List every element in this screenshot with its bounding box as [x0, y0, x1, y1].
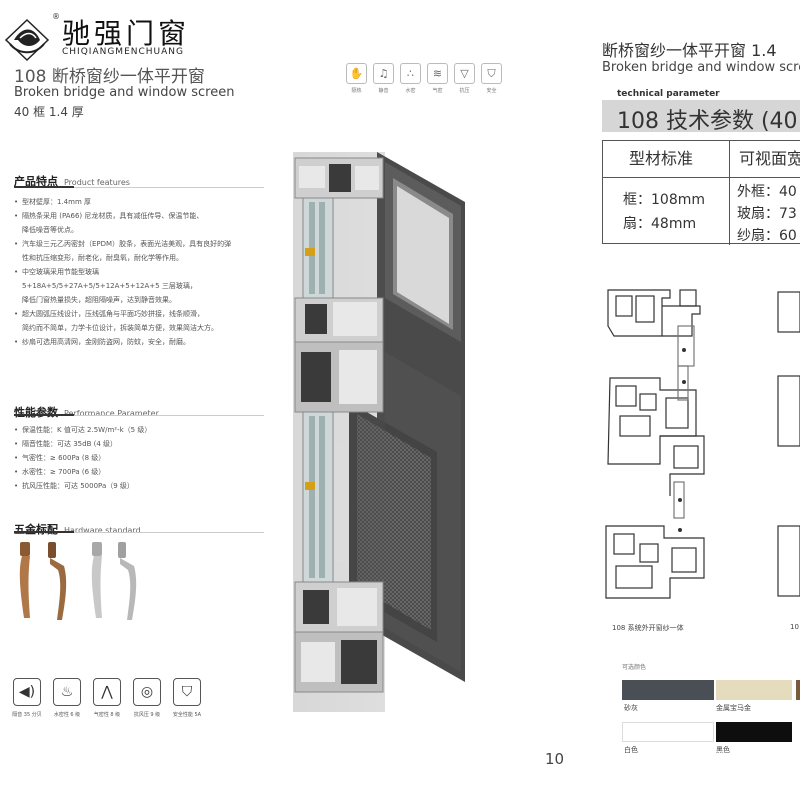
handle-silver-side: [118, 542, 137, 620]
technical-title: 108 技术参数 (40: [617, 109, 798, 134]
feature-item: 超大圆弧压线设计，压线弧角与平面巧妙拼接，线条顺滑，: [14, 307, 284, 321]
perf-list: 保温性能：K 值可达 2.5W/m²-k（5 级）隔音性能：可达 35dB (4…: [14, 423, 284, 493]
color-swatch-sand-grey: [622, 680, 714, 700]
feature-item: 降低门窗热量损失，超阻隔噪声，达到静音效果。: [22, 296, 176, 304]
water-level-icon: ♨: [53, 678, 81, 706]
divider-accent: [14, 414, 74, 416]
spec-col2-header: 可视面宽: [739, 149, 800, 168]
color-label: 砂灰: [624, 704, 638, 712]
pressure-icon: ▽: [454, 63, 475, 84]
bottom-icon-item: ⋀气密性 8 级: [92, 678, 122, 718]
spec-col-divider: [729, 141, 730, 245]
top-icon-item: ✋隔热: [346, 63, 367, 94]
divider-accent: [14, 531, 74, 533]
features-list: 型材壁厚：1.4mm 厚隔热条采用 (PA66) 尼龙材质，具有减低传导、保温节…: [14, 195, 284, 349]
top-icon-item: ▽抗压: [454, 63, 475, 94]
wind-pressure-icon: ◎: [133, 678, 161, 706]
divider: [14, 187, 264, 188]
feature-item: 型材壁厚：1.4mm 厚: [14, 195, 284, 209]
security-icon: ⛉: [173, 678, 201, 706]
silent-icon: ♫: [373, 63, 394, 84]
top-feature-icons: ✋隔热 ♫静音 ∴水密 ≋气密 ▽抗压 ⛉安全: [346, 63, 502, 94]
title-bar: [602, 100, 800, 132]
perf-item: 气密性：≥ 600Pa (8 级）: [14, 451, 284, 465]
brand-name-en: CHIQIANGMENCHUANG: [62, 47, 184, 57]
top-icon-item: ♫静音: [373, 63, 394, 94]
feature-item: 隔热条采用 (PA66) 尼龙材质，具有减低传导、保温节能、: [14, 209, 284, 223]
spec-col1-header: 型材标准: [629, 149, 694, 168]
spec-cell: 玻扇：73: [737, 206, 797, 222]
color-label: 白色: [624, 746, 638, 754]
color-swatch-white: [622, 722, 714, 742]
brand-name-cn: 驰强门窗: [62, 17, 191, 50]
sound-icon: ◀): [13, 678, 41, 706]
water-drop-icon: ∴: [400, 63, 421, 84]
drawing-caption-2: 10: [790, 623, 799, 631]
divider: [14, 415, 264, 416]
product-title-cn: 108 断桥窗纱一体平开窗: [14, 67, 205, 87]
spec-cell: 框：108mm: [623, 192, 705, 208]
color-label: 黑色: [716, 746, 730, 754]
spec-table: 型材标准 可视面宽 框：108mm 扇：48mm 外框：40 玻扇：73 纱扇：…: [602, 140, 800, 245]
airtight-icon: ⋀: [93, 678, 121, 706]
handle-bronze-side: [48, 542, 67, 620]
perf-item: 水密性：≥ 700Pa (6 级）: [14, 465, 284, 479]
color-label: 金属宝马金: [716, 704, 751, 712]
colors-title: 可选颜色: [622, 664, 647, 671]
shield-heat-icon: ✋: [346, 63, 367, 84]
product-subtitle: 40 框 1.4 厚: [14, 105, 84, 119]
safety-shield-icon: ⛉: [481, 63, 502, 84]
perf-item: 隔音性能：可达 35dB (4 级）: [14, 437, 284, 451]
drawing-caption: 108 系统外开窗纱一体: [612, 624, 684, 632]
handle-silver-front: [91, 542, 102, 618]
bottom-icon-item: ◎抗风压 9 级: [132, 678, 162, 718]
right-title-en: Broken bridge and window scre: [602, 60, 800, 75]
perf-item: 保温性能：K 值可达 2.5W/m²-k（5 级）: [14, 423, 284, 437]
brand-logo-icon: [4, 18, 50, 62]
registered-mark: ®: [52, 12, 60, 21]
feature-item: 中空玻璃采用节能型玻璃: [14, 265, 284, 279]
bottom-icon-item: ⛉安全性能 5A: [172, 678, 202, 718]
feature-item: 性和抗压缩变形，耐老化，耐臭氧，耐化学等作用。: [22, 254, 183, 262]
technical-parameter-label: technical parameter: [617, 89, 720, 99]
window-profile-illustration: [293, 152, 465, 712]
spec-cell: 纱扇：60: [737, 228, 797, 244]
feature-item: 汽车级三元乙丙密封（EPDM）胶条，表面光洁美观，具有良好的弹: [14, 237, 284, 251]
bottom-feature-icons: ◀)隔音 35 分贝 ♨水密性 6 级 ⋀气密性 8 级 ◎抗风压 9 级 ⛉安…: [12, 678, 202, 718]
divider-accent: [14, 186, 74, 188]
divider: [14, 532, 264, 533]
bottom-icon-item: ◀)隔音 35 分贝: [12, 678, 42, 718]
bottom-icon-item: ♨水密性 6 级: [52, 678, 82, 718]
spec-cell: 扇：48mm: [623, 216, 697, 232]
perf-item: 抗风压性能：可达 5000Pa（9 级）: [14, 479, 284, 493]
top-icon-item: ∴水密: [400, 63, 421, 94]
product-title-en: Broken bridge and window screen: [14, 85, 235, 100]
spec-cell: 外框：40: [737, 184, 797, 200]
color-swatch-partial: [796, 680, 800, 700]
section-drawing: [605, 289, 800, 599]
spec-row-divider: [603, 177, 800, 178]
feature-item: 纱扇可选用高清网，金刚防盗网，防蚊，安全，耐磨。: [14, 335, 284, 349]
top-icon-item: ⛉安全: [481, 63, 502, 94]
color-swatch-metal-gold: [716, 680, 792, 700]
feature-item: 降低噪音等优点。: [22, 226, 78, 234]
feature-item: 5+18A+5/5+27A+5/5+12A+5+12A+5 三层玻璃，: [22, 282, 197, 290]
top-icon-item: ≋气密: [427, 63, 448, 94]
page-number: 10: [545, 750, 565, 768]
wind-icon: ≋: [427, 63, 448, 84]
feature-item: 简约而不简单，力学卡位设计，拆装简单方便，效果简洁大方。: [22, 324, 218, 332]
right-title-cn: 断桥窗纱一体平开窗 1.4: [602, 41, 777, 60]
color-swatch-black: [716, 722, 792, 742]
handle-bronze-front: [19, 542, 30, 618]
